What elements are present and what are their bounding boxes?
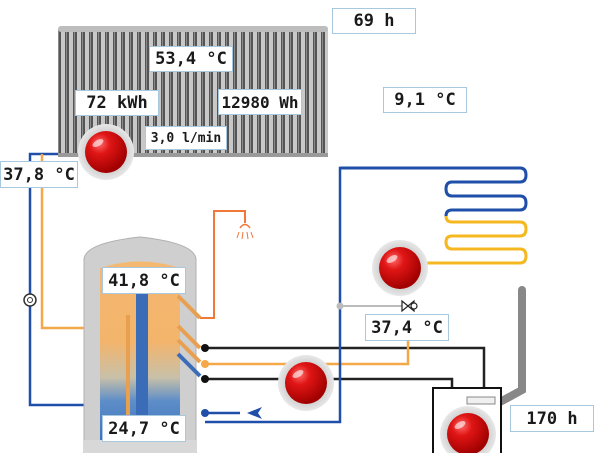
tank-coils xyxy=(176,294,202,378)
shower-icon xyxy=(236,223,254,240)
solar-flow-rate-readout: 3,0 l/min xyxy=(145,126,227,150)
connector xyxy=(201,409,209,417)
floor-heating-hot-loop xyxy=(420,215,528,265)
tank-inner-tube xyxy=(136,292,148,422)
chimney xyxy=(496,286,526,406)
connector xyxy=(201,360,209,368)
tank-base xyxy=(84,440,196,453)
collector-runtime-readout: 69 h xyxy=(332,8,416,34)
connector xyxy=(201,375,209,383)
boiler-flow-pipe xyxy=(205,346,486,387)
boiler-pipes xyxy=(205,166,520,424)
boiler-display xyxy=(466,396,496,405)
floor-heating xyxy=(340,166,528,265)
heating-flow-pipe xyxy=(205,336,410,366)
connector xyxy=(201,344,209,352)
boiler-runtime-readout: 170 h xyxy=(510,405,594,432)
tank-solar-coil xyxy=(126,315,130,433)
solar-pump-indicator[interactable] xyxy=(78,124,134,180)
tank-bottom-temp-readout: 24,7 °C xyxy=(102,415,186,442)
solar-energy-today-readout: 12980 Wh xyxy=(218,89,302,115)
heating-return-pipe xyxy=(205,166,520,424)
solar-return-temp-readout: 37,8 °C xyxy=(0,161,78,188)
collector-temp-readout: 53,4 °C xyxy=(149,46,233,72)
floor-heating-pump-indicator[interactable] xyxy=(372,240,428,296)
mixing-valve-icon xyxy=(401,299,418,313)
outdoor-temp-readout: 9,1 °C xyxy=(383,87,467,113)
boiler-burner-indicator[interactable] xyxy=(440,406,496,453)
solar-energy-total-readout: 72 kWh xyxy=(75,90,159,116)
heating-pump-indicator[interactable] xyxy=(278,355,334,411)
floor-heating-cold-loop xyxy=(340,166,528,217)
solar-pump-icon xyxy=(23,293,37,307)
connector xyxy=(336,302,344,310)
dhw-pipe xyxy=(200,210,246,319)
arrow-left-icon xyxy=(247,407,262,419)
tank-top-temp-readout: 41,8 °C xyxy=(102,267,186,294)
collector-footer xyxy=(58,153,328,157)
collector-header xyxy=(58,26,328,32)
heating-flow-temp-readout: 37,4 °C xyxy=(365,314,449,341)
